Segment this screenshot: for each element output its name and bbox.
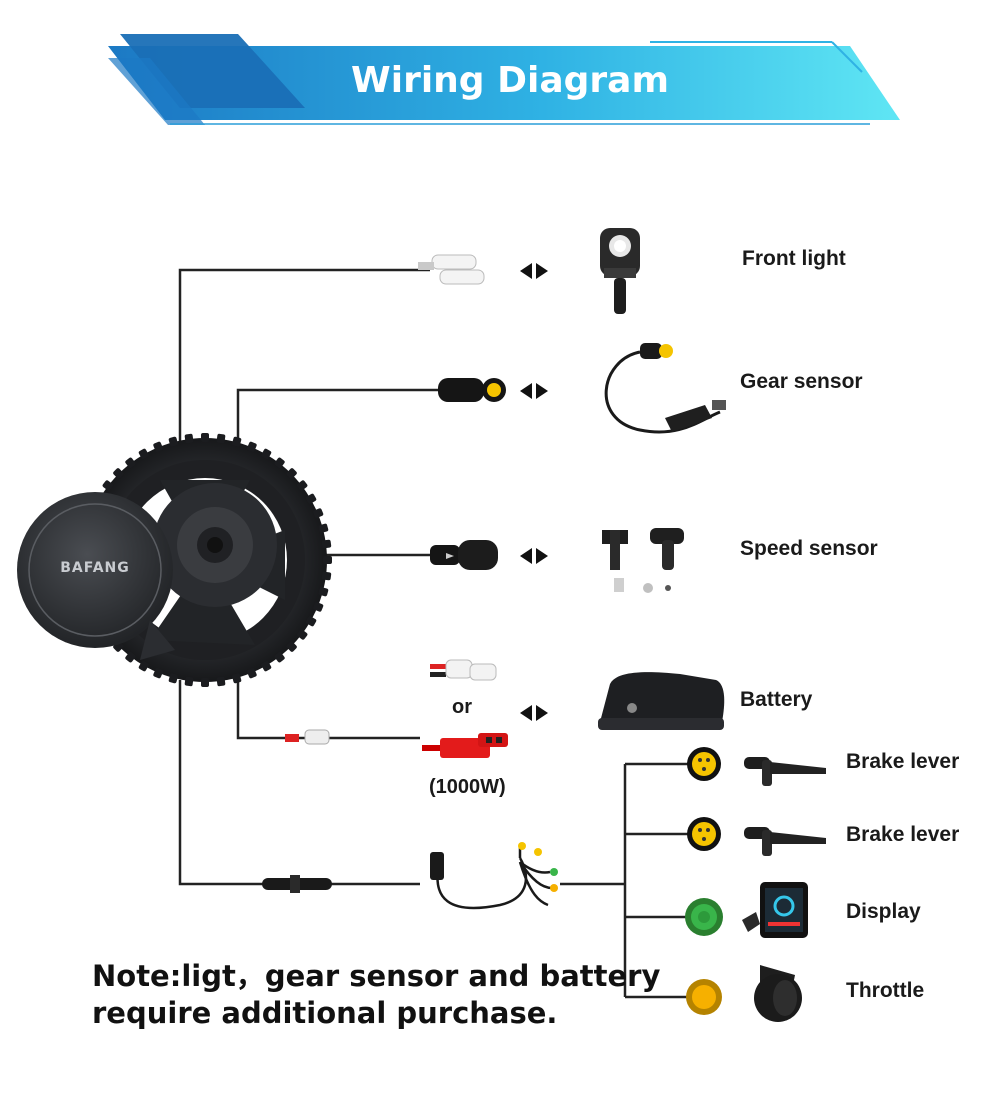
chainring-tooth (247, 441, 257, 452)
label-gear-sensor: Gear sensor (740, 370, 863, 393)
harness-connectors (685, 747, 723, 1015)
label-display: Display (846, 900, 921, 923)
chainring-tooth (201, 678, 209, 687)
arrow-battery (520, 705, 548, 721)
label-front-light: Front light (742, 247, 846, 270)
label-1000w: (1000W) (429, 776, 506, 798)
chainring-tooth (261, 448, 272, 460)
chainring-tooth (318, 523, 329, 533)
harness-wire (178, 680, 420, 886)
note-line-1: Note:ligt，gear sensor and battery (92, 959, 661, 993)
chainring-tooth (153, 441, 163, 452)
chainring-tooth (232, 673, 242, 684)
chainring-tooth (321, 539, 332, 549)
battery-plug-1000w (422, 733, 508, 758)
chainring-tooth (313, 602, 324, 612)
arrow-speed-sensor (520, 548, 548, 564)
display-connector (685, 898, 723, 936)
display-icon (742, 882, 808, 938)
chainring-tooth (138, 448, 149, 460)
harness-inline-plug (262, 875, 332, 893)
chainring-tooth (153, 668, 163, 679)
throttle-connector (686, 979, 722, 1015)
front-light-icon (600, 228, 640, 314)
motor-wires (178, 268, 688, 999)
harness-cable-icon (430, 848, 553, 910)
wire-connectors (262, 254, 506, 893)
label-throttle: Throttle (846, 979, 925, 1002)
chainring-tooth (261, 660, 272, 672)
chainring-tooth (286, 641, 297, 652)
chainring-tooth (113, 468, 124, 479)
chainring-tooth (247, 668, 257, 679)
brake-connector-2 (687, 817, 721, 851)
arrow-gear-sensor (520, 383, 548, 399)
brake-lever-icon-1 (744, 757, 826, 786)
battery-wire-plug (285, 729, 330, 745)
battery-connector-options (422, 659, 508, 758)
arrow-front-light (520, 263, 548, 279)
label-brake-lever-1: Brake lever (846, 750, 960, 773)
label-speed-sensor: Speed sensor (740, 537, 878, 560)
chainring-tooth (305, 616, 317, 627)
chainring-tooth (201, 433, 209, 442)
chainring-tooth (305, 493, 317, 504)
chainring-tooth (102, 480, 114, 491)
battery-plug-small (430, 659, 497, 681)
gear-sensor-icon (604, 343, 726, 434)
front-light-wire (178, 268, 430, 480)
chainring-tooth (318, 587, 329, 597)
chainring-tooth (321, 571, 332, 581)
chainring-tooth (296, 480, 308, 491)
gear-sensor-plug (438, 378, 506, 402)
label-or: or (452, 696, 472, 718)
motor-brand-label: BAFANG (60, 560, 130, 576)
chainring-tooth (168, 436, 178, 447)
speed-sensor-plug (430, 540, 498, 570)
chainring-tooth (232, 436, 242, 447)
motor-housing (17, 492, 173, 648)
chainring-tooth (274, 457, 285, 469)
note-line-2: require additional purchase. (92, 996, 558, 1030)
chainring-tooth (125, 457, 136, 469)
chainring-tooth (216, 433, 226, 444)
battery-wire (236, 680, 420, 740)
chainring-tooth (286, 468, 297, 479)
front-light-plug (418, 254, 485, 285)
brake-connector-1 (687, 747, 721, 781)
chainring-tooth (125, 651, 136, 663)
bafang-motor (17, 433, 332, 687)
speed-sensor-icon (602, 528, 684, 593)
chainring-tooth (168, 673, 178, 684)
title-banner (108, 34, 900, 125)
chainring-tooth (313, 508, 324, 518)
chainring-tooth (184, 676, 194, 687)
throttle-icon (754, 965, 802, 1022)
chainring-tooth (323, 556, 332, 564)
chainring-tooth (274, 651, 285, 663)
double-arrows (520, 263, 548, 721)
purchase-note: Note:ligt，gear sensor and battery requir… (92, 958, 660, 1032)
chainring-tooth (184, 433, 194, 444)
label-battery: Battery (740, 688, 813, 711)
chainring-tooth (138, 660, 149, 672)
chainring-tooth (216, 676, 226, 687)
brake-lever-icon-2 (744, 827, 826, 856)
page-title: Wiring Diagram (351, 60, 669, 101)
battery-pack-icon (598, 672, 725, 730)
chainring-tooth (296, 629, 308, 640)
label-brake-lever-2: Brake lever (846, 823, 960, 846)
